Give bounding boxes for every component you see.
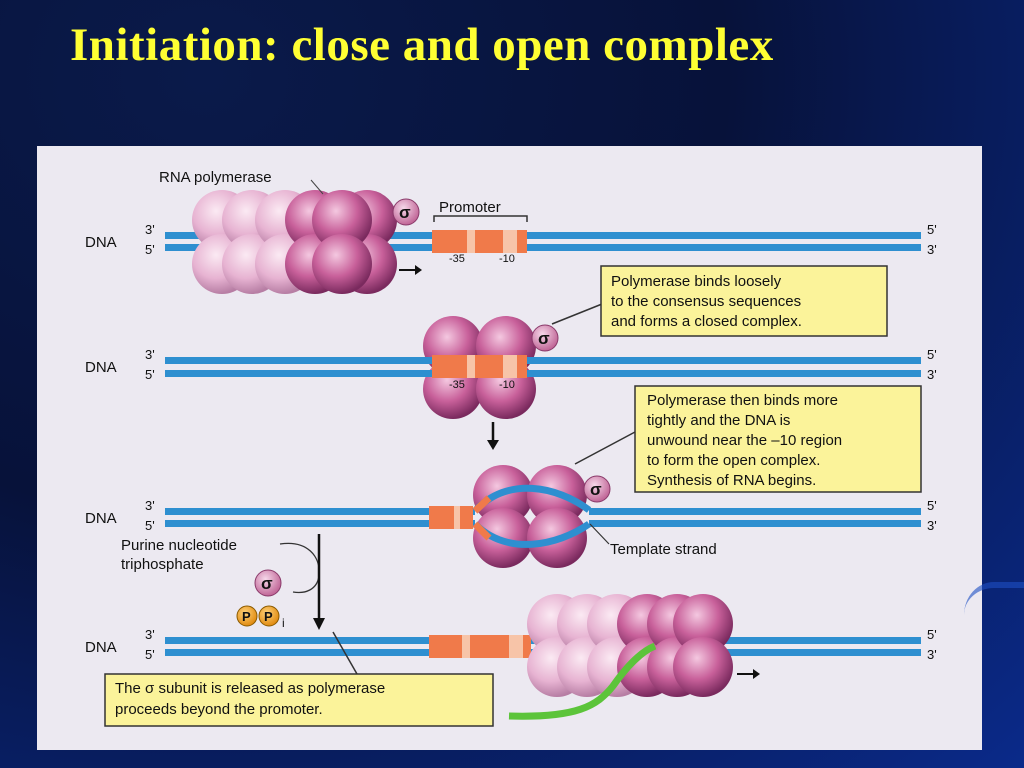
- purine-label-line2: triphosphate: [121, 556, 204, 573]
- row2-sigma-symbol: σ: [538, 329, 550, 348]
- released-sigma: σ: [254, 569, 282, 597]
- row2-sigma: σ: [531, 324, 559, 352]
- row1-left-top-end: 3': [145, 222, 155, 237]
- row4-dna-label: DNA: [85, 639, 117, 656]
- row2-dna: [165, 355, 921, 378]
- row2-minus10: -10: [499, 379, 515, 391]
- row2-minus35: -35: [449, 379, 465, 391]
- row3-sigma-symbol: σ: [590, 480, 602, 499]
- released-sigma-symbol: σ: [261, 574, 273, 593]
- open-callout-line2: tightly and the DNA is: [647, 412, 790, 429]
- row3-dna-label: DNA: [85, 510, 117, 527]
- row4-right-top-end: 5': [927, 627, 937, 642]
- row3-left-top-end: 3': [145, 498, 155, 513]
- release-callout-line2: proceeds beyond the promoter.: [115, 701, 323, 718]
- sigma-release-callout: The σ subunit is released as polymerase …: [104, 631, 494, 727]
- row4-rna-polymerase: [527, 594, 733, 697]
- row2-right-bottom-end: 3': [927, 367, 937, 382]
- open-callout-line1: Polymerase then binds more: [647, 392, 838, 409]
- row3-rna-polymerase: [473, 465, 587, 568]
- row1-dna-label: DNA: [85, 234, 117, 251]
- open-callout-line5: Synthesis of RNA begins.: [647, 472, 816, 489]
- row3-right-bottom-end: 3': [927, 518, 937, 533]
- template-strand-label: Template strand: [610, 541, 717, 558]
- row4-left-top-end: 3': [145, 627, 155, 642]
- row1-minus10: -10: [499, 253, 515, 265]
- row4-left-bottom-end: 5': [145, 647, 155, 662]
- closed-complex-callout: Polymerase binds loosely to the consensu…: [551, 265, 888, 337]
- closed-callout-line2: to the consensus sequences: [611, 293, 801, 310]
- row2-left-top-end: 3': [145, 347, 155, 362]
- decorative-wave: [964, 582, 1024, 648]
- inorganic-subscript: i: [282, 616, 285, 630]
- row1-sigma-symbol: σ: [399, 203, 411, 222]
- row3-sigma: σ: [583, 475, 611, 503]
- promoter-label: Promoter: [439, 199, 501, 216]
- closed-callout-line3: and forms a closed complex.: [611, 313, 802, 330]
- row1-rna-polymerase: [192, 190, 397, 294]
- row3-dna: [165, 484, 921, 548]
- row2-right-top-end: 5': [927, 347, 937, 362]
- rna-transcript: [508, 642, 657, 720]
- phosphate-2: P: [264, 609, 273, 624]
- row1-dna: [165, 230, 921, 253]
- open-callout-line4: to form the open complex.: [647, 452, 820, 469]
- release-callout-line1: The σ subunit is released as polymerase: [115, 680, 385, 697]
- closed-callout-line1: Polymerase binds loosely: [611, 273, 782, 290]
- row3-right-top-end: 5': [927, 498, 937, 513]
- row1-right-top-end: 5': [927, 222, 937, 237]
- phosphate-1: P: [242, 609, 251, 624]
- diagram-panel: DNA 3' 5' 5' 3' Promoter -35 -10 σ RNA p…: [37, 146, 982, 750]
- row1-right-bottom-end: 3': [927, 242, 937, 257]
- promoter-bracket: [433, 215, 528, 222]
- row1-sigma: σ: [392, 198, 420, 226]
- row1-left-bottom-end: 5': [145, 242, 155, 257]
- purine-label-line1: Purine nucleotide: [121, 537, 237, 554]
- transcription-diagram: DNA 3' 5' 5' 3' Promoter -35 -10 σ RNA p…: [85, 169, 937, 727]
- rna-polymerase-label: RNA polymerase: [159, 169, 272, 186]
- row3-left-bottom-end: 5': [145, 518, 155, 533]
- pyrophosphate: P P i: [236, 605, 285, 630]
- slide-title: Initiation: close and open complex: [70, 19, 774, 71]
- open-complex-callout: Polymerase then binds more tightly and t…: [574, 385, 922, 493]
- row2-dna-label: DNA: [85, 359, 117, 376]
- row4-right-bottom-end: 3': [927, 647, 937, 662]
- row2-left-bottom-end: 5': [145, 367, 155, 382]
- row1-minus35: -35: [449, 253, 465, 265]
- open-callout-line3: unwound near the –10 region: [647, 432, 842, 449]
